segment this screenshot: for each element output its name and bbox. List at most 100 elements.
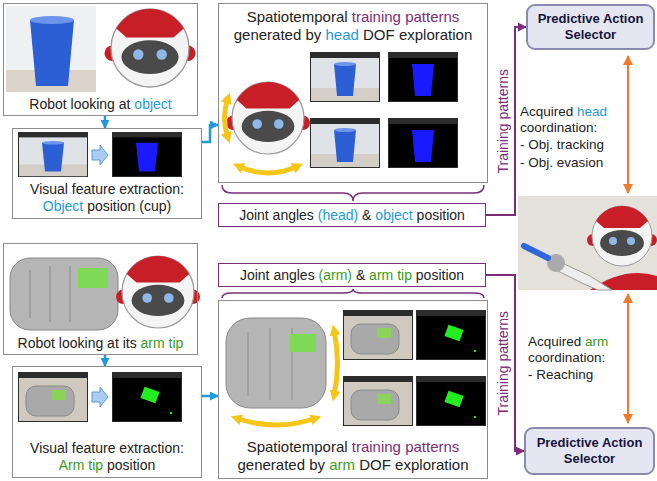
word: by [305,26,321,43]
word: Robot [18,335,55,351]
selector-box: Predictive Action Selector [524,427,655,475]
node-text: Predictive Action Selector [531,11,650,42]
word: Selector [564,451,615,466]
connector [202,125,218,142]
word: Arm [59,457,85,473]
data-box: Joint angles (head) & object position [218,203,486,227]
pattern-box: Spatiotemporal training patterns generat… [218,3,488,183]
node-text: Joint angles (arm) & arm tip position [240,267,464,284]
word: (head) [318,207,358,223]
word: training [352,438,401,455]
word: Spatiotemporal [247,8,348,25]
word: training [352,8,401,25]
word: feature [72,440,116,456]
word: Acquired [528,334,581,349]
connector [104,355,107,366]
word: (cup) [139,198,171,214]
word: exploration [399,26,472,43]
word: evasion [557,155,604,170]
word: patterns [405,8,459,25]
word: looking [59,335,103,351]
word: tip [169,335,184,351]
word: Predictive [537,435,599,450]
node-text: Visual feature extraction: Object positi… [16,181,198,215]
word: head [577,104,607,119]
node-text: Spatiotemporal training patterns generat… [223,438,483,474]
word: angles [273,207,314,223]
word: Action [603,11,643,26]
process-box: Visual feature extraction: Arm tip posit… [12,366,202,478]
data-box: Joint angles (arm) & arm tip position [218,263,486,287]
word: head [325,26,358,43]
word: angles [273,267,314,283]
node-text: Visual feature extraction: Arm tip posit… [16,440,198,474]
word: Visual [30,181,68,197]
word: patterns [405,438,459,455]
pattern-box: Spatiotemporal training patterns generat… [218,300,488,479]
word: coordination: [528,350,605,365]
node-text: Predictive Action Selector [529,435,650,466]
word: at [119,96,131,112]
word: Obj. [528,137,553,152]
word: coordination: [520,120,597,135]
word: Selector [565,27,616,42]
word: tip [88,457,103,473]
connector [486,275,524,451]
word: tracking [557,137,604,152]
word: exploration [395,456,468,473]
word: arm [369,267,393,283]
word: position [416,267,464,283]
node-text: Joint angles (head) & object position [239,207,465,224]
annotation-label: Acquired arm coordination: [528,334,623,366]
word: Predictive [538,11,600,26]
word: Joint [240,267,270,283]
word: Object [43,198,83,214]
word: Joint [239,207,269,223]
connector [104,116,107,128]
node-text: Robot looking at its arm tip [18,335,184,352]
edge-label: Training patterns [495,311,512,416]
annotation-label: - Reaching [528,367,623,383]
node-text: Spatiotemporal training patterns generat… [223,8,483,44]
word: (arm) [319,267,352,283]
word: extraction: [119,440,184,456]
selector-box: Predictive Action Selector [526,4,655,50]
word: position [417,207,465,223]
annotation-label: - Obj. tracking [520,137,620,153]
word: object [375,207,412,223]
word: its [123,335,137,351]
annotation-label: Acquired head coordination: [520,104,620,136]
word: - [528,367,533,382]
word: Obj. [528,155,553,170]
word: generated [238,456,306,473]
word: arm [329,456,355,473]
word: position [107,457,155,473]
word: - [520,137,525,152]
word: looking [71,96,115,112]
word: Action [602,435,642,450]
word: at [107,335,119,351]
edge-label: Training patterns [495,69,512,174]
word: generated [234,26,302,43]
word: Visual [30,440,68,456]
word: feature [72,181,116,197]
word: Robot [29,96,66,112]
word: Acquired [520,104,573,119]
word: by [309,456,325,473]
word: tip [397,267,412,283]
annotation-label: - Obj. evasion [520,155,620,171]
word: & [362,207,371,223]
word: arm [585,334,608,349]
process-box: Visual feature extraction: Object positi… [12,128,202,219]
node-text: Robot looking at object [29,96,171,113]
caption-box: Robot looking at object [3,3,198,116]
word: & [356,267,365,283]
word: extraction: [119,181,184,197]
caption-box: Robot looking at its arm tip [3,243,198,355]
word: position [87,198,135,214]
word: Spatiotemporal [247,438,348,455]
word: DOF [359,456,391,473]
